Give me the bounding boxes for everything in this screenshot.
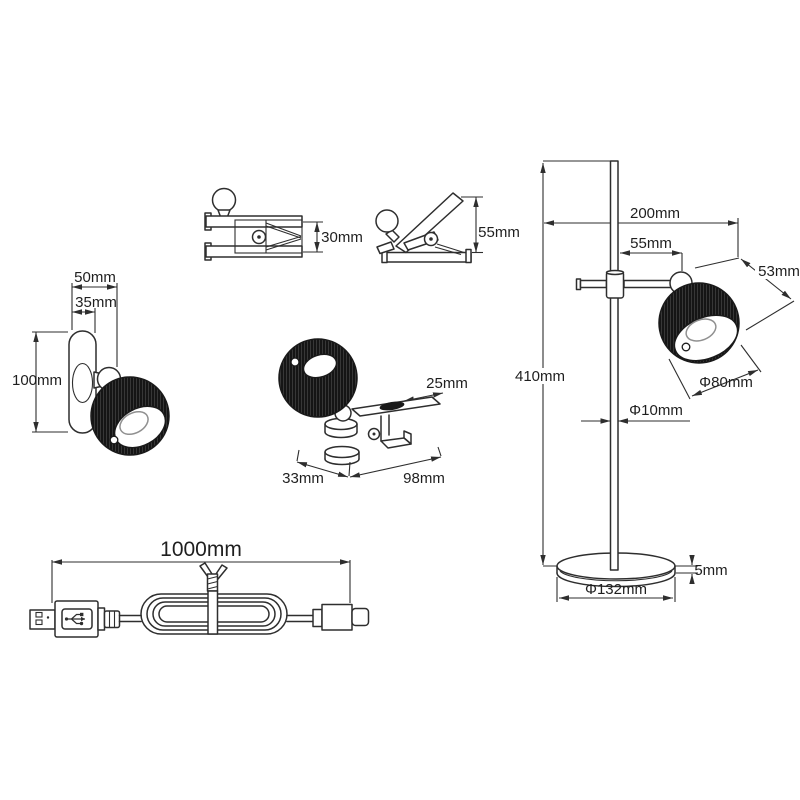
dim-label-jaw-opening: 30mm [321, 229, 363, 246]
dim-label-pole-diameter: Φ10mm [629, 402, 683, 419]
pole-collar [605, 271, 625, 299]
touch-button-icon [290, 357, 300, 367]
view-clip-side: 30mm [204, 187, 363, 261]
dim-label-head-diameter: Φ80mm [699, 374, 753, 391]
lamp-arm-left [579, 279, 608, 289]
lamp-lens [685, 318, 717, 342]
dimension-line-33mm [296, 461, 349, 478]
clamp-lower-arm [380, 437, 412, 449]
clamp-pad [324, 445, 360, 459]
lamp-lens [302, 353, 338, 379]
dim-label-wall-width: 50mm [74, 269, 116, 286]
dimension-line-80mm [691, 369, 759, 397]
dim-label-cable-length: 1000mm [160, 538, 242, 561]
dim-label-plate-depth: 25mm [426, 375, 468, 392]
dim-label-clamp-width: 33mm [282, 470, 324, 487]
dim-label-wall-height: 100mm [12, 372, 62, 389]
view-usb-cable: 1000mm [29, 538, 370, 638]
view-wall-mount: 50mm 35mm 100mm [12, 269, 170, 456]
dim-label-base-thickness: 5mm [694, 562, 727, 579]
dim-label-bracket-width: 35mm [75, 294, 117, 311]
usb-a-connector-icon [29, 600, 121, 638]
view-table-lamp: 200mm 55mm 53mm 410mm Φ80mm Φ10mm 5mm Φ1… [515, 160, 800, 602]
dim-label-arm-reach: 200mm [630, 205, 680, 222]
touch-button-icon [109, 435, 119, 445]
dim-label-clamp-length: 98mm [403, 470, 445, 487]
usb-c-connector-icon [312, 603, 370, 631]
dim-label-arm-offset: 55mm [630, 235, 672, 252]
lamp-arm-right [623, 279, 672, 289]
dim-label-base-diameter: Φ132mm [585, 581, 647, 598]
view-clamp-lamp-3d: 25mm 33mm 98mm [278, 338, 468, 487]
usb-trident-icon [64, 612, 85, 626]
view-clip-open: 55mm [375, 192, 520, 264]
twist-tie-icon [199, 562, 228, 635]
dim-label-clip-height: 55mm [478, 224, 520, 241]
ball-joint-icon [211, 187, 237, 213]
dim-label-lamp-height: 410mm [515, 368, 565, 385]
dim-label-head-depth: 53mm [758, 263, 800, 280]
dimension-line-98mm [349, 456, 442, 478]
ball-joint-icon [375, 209, 399, 233]
coiled-cable [118, 562, 314, 635]
lamp-pole [609, 160, 619, 571]
lamp-lens [119, 410, 149, 436]
touch-button-icon [681, 342, 691, 352]
